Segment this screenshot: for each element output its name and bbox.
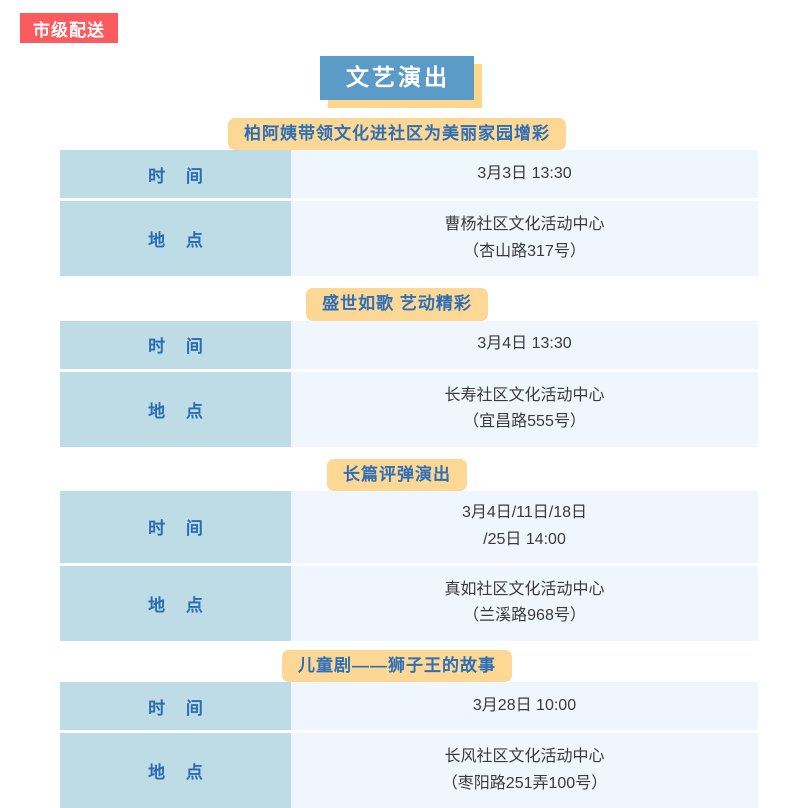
value-time-4: 3月28日 10:00 — [291, 682, 758, 730]
label-place-1: 地 点 — [60, 201, 291, 277]
page-title: 文艺演出 — [320, 56, 474, 101]
event-heading-3: 长篇评弹演出 — [327, 458, 467, 491]
section-spacer — [0, 447, 794, 455]
place-line-2: （宜昌路555号） — [463, 413, 586, 430]
place-line-1: 曹杨社区文化活动中心 — [444, 216, 605, 234]
value-time-2: 3月4日 13:30 — [291, 320, 758, 369]
place-line-1: 真如社区文化活动中心 — [444, 580, 605, 598]
event-heading-row-2: 盛世如歌 艺动精彩 — [0, 284, 794, 321]
table-row: 地 点 长寿社区文化活动中心 （宜昌路555号） — [60, 371, 758, 447]
label-time-1: 时 间 — [60, 150, 291, 199]
time-line-1: 3月4日/11日/18日 — [461, 504, 588, 522]
time-line-2: /25日 14:00 — [483, 530, 566, 548]
event-heading-2: 盛世如歌 艺动精彩 — [306, 288, 488, 321]
event-section-2: 盛世如歌 艺动精彩 时 间 3月4日 13:30 地 点 长寿社区文化活动中心 … — [0, 284, 794, 447]
event-heading-row-1: 柏阿姨带领文化进社区为美丽家园增彩 — [0, 114, 794, 151]
table-row: 地 点 曹杨社区文化活动中心 （杏山路317号） — [60, 201, 758, 277]
event-table-3: 时 间 3月4日/11日/18日 /25日 14:00 地 点 真如社区文化活动… — [60, 490, 758, 641]
table-row: 地 点 长风社区文化活动中心 （枣阳路251弄100号） — [60, 733, 758, 808]
value-place-3: 真如社区文化活动中心 （兰溪路968号） — [291, 565, 758, 641]
event-section-1: 柏阿姨带领文化进社区为美丽家园增彩 时 间 3月3日 13:30 地 点 曹杨社… — [0, 114, 794, 277]
value-time-3: 3月4日/11日/18日 /25日 14:00 — [291, 490, 758, 563]
value-place-4: 长风社区文化活动中心 （枣阳路251弄100号） — [291, 733, 758, 808]
event-table-2: 时 间 3月4日 13:30 地 点 长寿社区文化活动中心 （宜昌路555号） — [60, 320, 758, 447]
badge-row: 市级配送 — [0, 0, 794, 56]
label-time-2: 时 间 — [60, 320, 291, 369]
value-time-1: 3月3日 13:30 — [291, 150, 758, 199]
place-line-1: 长寿社区文化活动中心 — [444, 386, 605, 404]
event-heading-row-4: 儿童剧——狮子王的故事 — [0, 646, 794, 682]
page-title-shadow: 文艺演出 — [320, 56, 482, 109]
place-line-2: （杏山路317号） — [463, 242, 586, 260]
place-line-2: （兰溪路968号） — [463, 607, 586, 625]
event-heading-row-3: 长篇评弹演出 — [0, 455, 794, 491]
section-spacer — [0, 276, 794, 284]
event-table-4: 时 间 3月28日 10:00 地 点 长风社区文化活动中心 （枣阳路251弄1… — [60, 682, 758, 808]
label-time-3: 时 间 — [60, 490, 291, 563]
row-divider — [60, 198, 758, 202]
status-badge: 市级配送 — [20, 13, 118, 43]
page-title-wrap: 文艺演出 — [0, 56, 794, 114]
table-row: 时 间 3月4日 13:30 — [60, 320, 758, 369]
place-line-2: （枣阳路251弄100号） — [441, 774, 608, 792]
label-place-2: 地 点 — [60, 371, 291, 447]
table-row: 地 点 真如社区文化活动中心 （兰溪路968号） — [60, 565, 758, 641]
event-table-1: 时 间 3月3日 13:30 地 点 曹杨社区文化活动中心 （杏山路317号） — [60, 150, 758, 277]
event-heading-4: 儿童剧——狮子王的故事 — [282, 649, 512, 682]
label-place-3: 地 点 — [60, 565, 291, 641]
table-row: 时 间 3月28日 10:00 — [60, 682, 758, 730]
event-section-3: 长篇评弹演出 时 间 3月4日/11日/18日 /25日 14:00 地 点 真… — [0, 455, 794, 641]
event-heading-1: 柏阿姨带领文化进社区为美丽家园增彩 — [228, 118, 566, 151]
place-line-1: 长风社区文化活动中心 — [444, 748, 605, 766]
row-divider — [60, 368, 758, 372]
event-section-4: 儿童剧——狮子王的故事 时 间 3月28日 10:00 地 点 长风社区文化活动… — [0, 646, 794, 808]
value-place-1: 曹杨社区文化活动中心 （杏山路317号） — [291, 201, 758, 277]
label-place-4: 地 点 — [60, 733, 291, 808]
table-row: 时 间 3月3日 13:30 — [60, 150, 758, 199]
table-row: 时 间 3月4日/11日/18日 /25日 14:00 — [60, 490, 758, 563]
label-time-4: 时 间 — [60, 682, 291, 730]
row-divider — [60, 562, 758, 566]
value-place-2: 长寿社区文化活动中心 （宜昌路555号） — [291, 371, 758, 447]
